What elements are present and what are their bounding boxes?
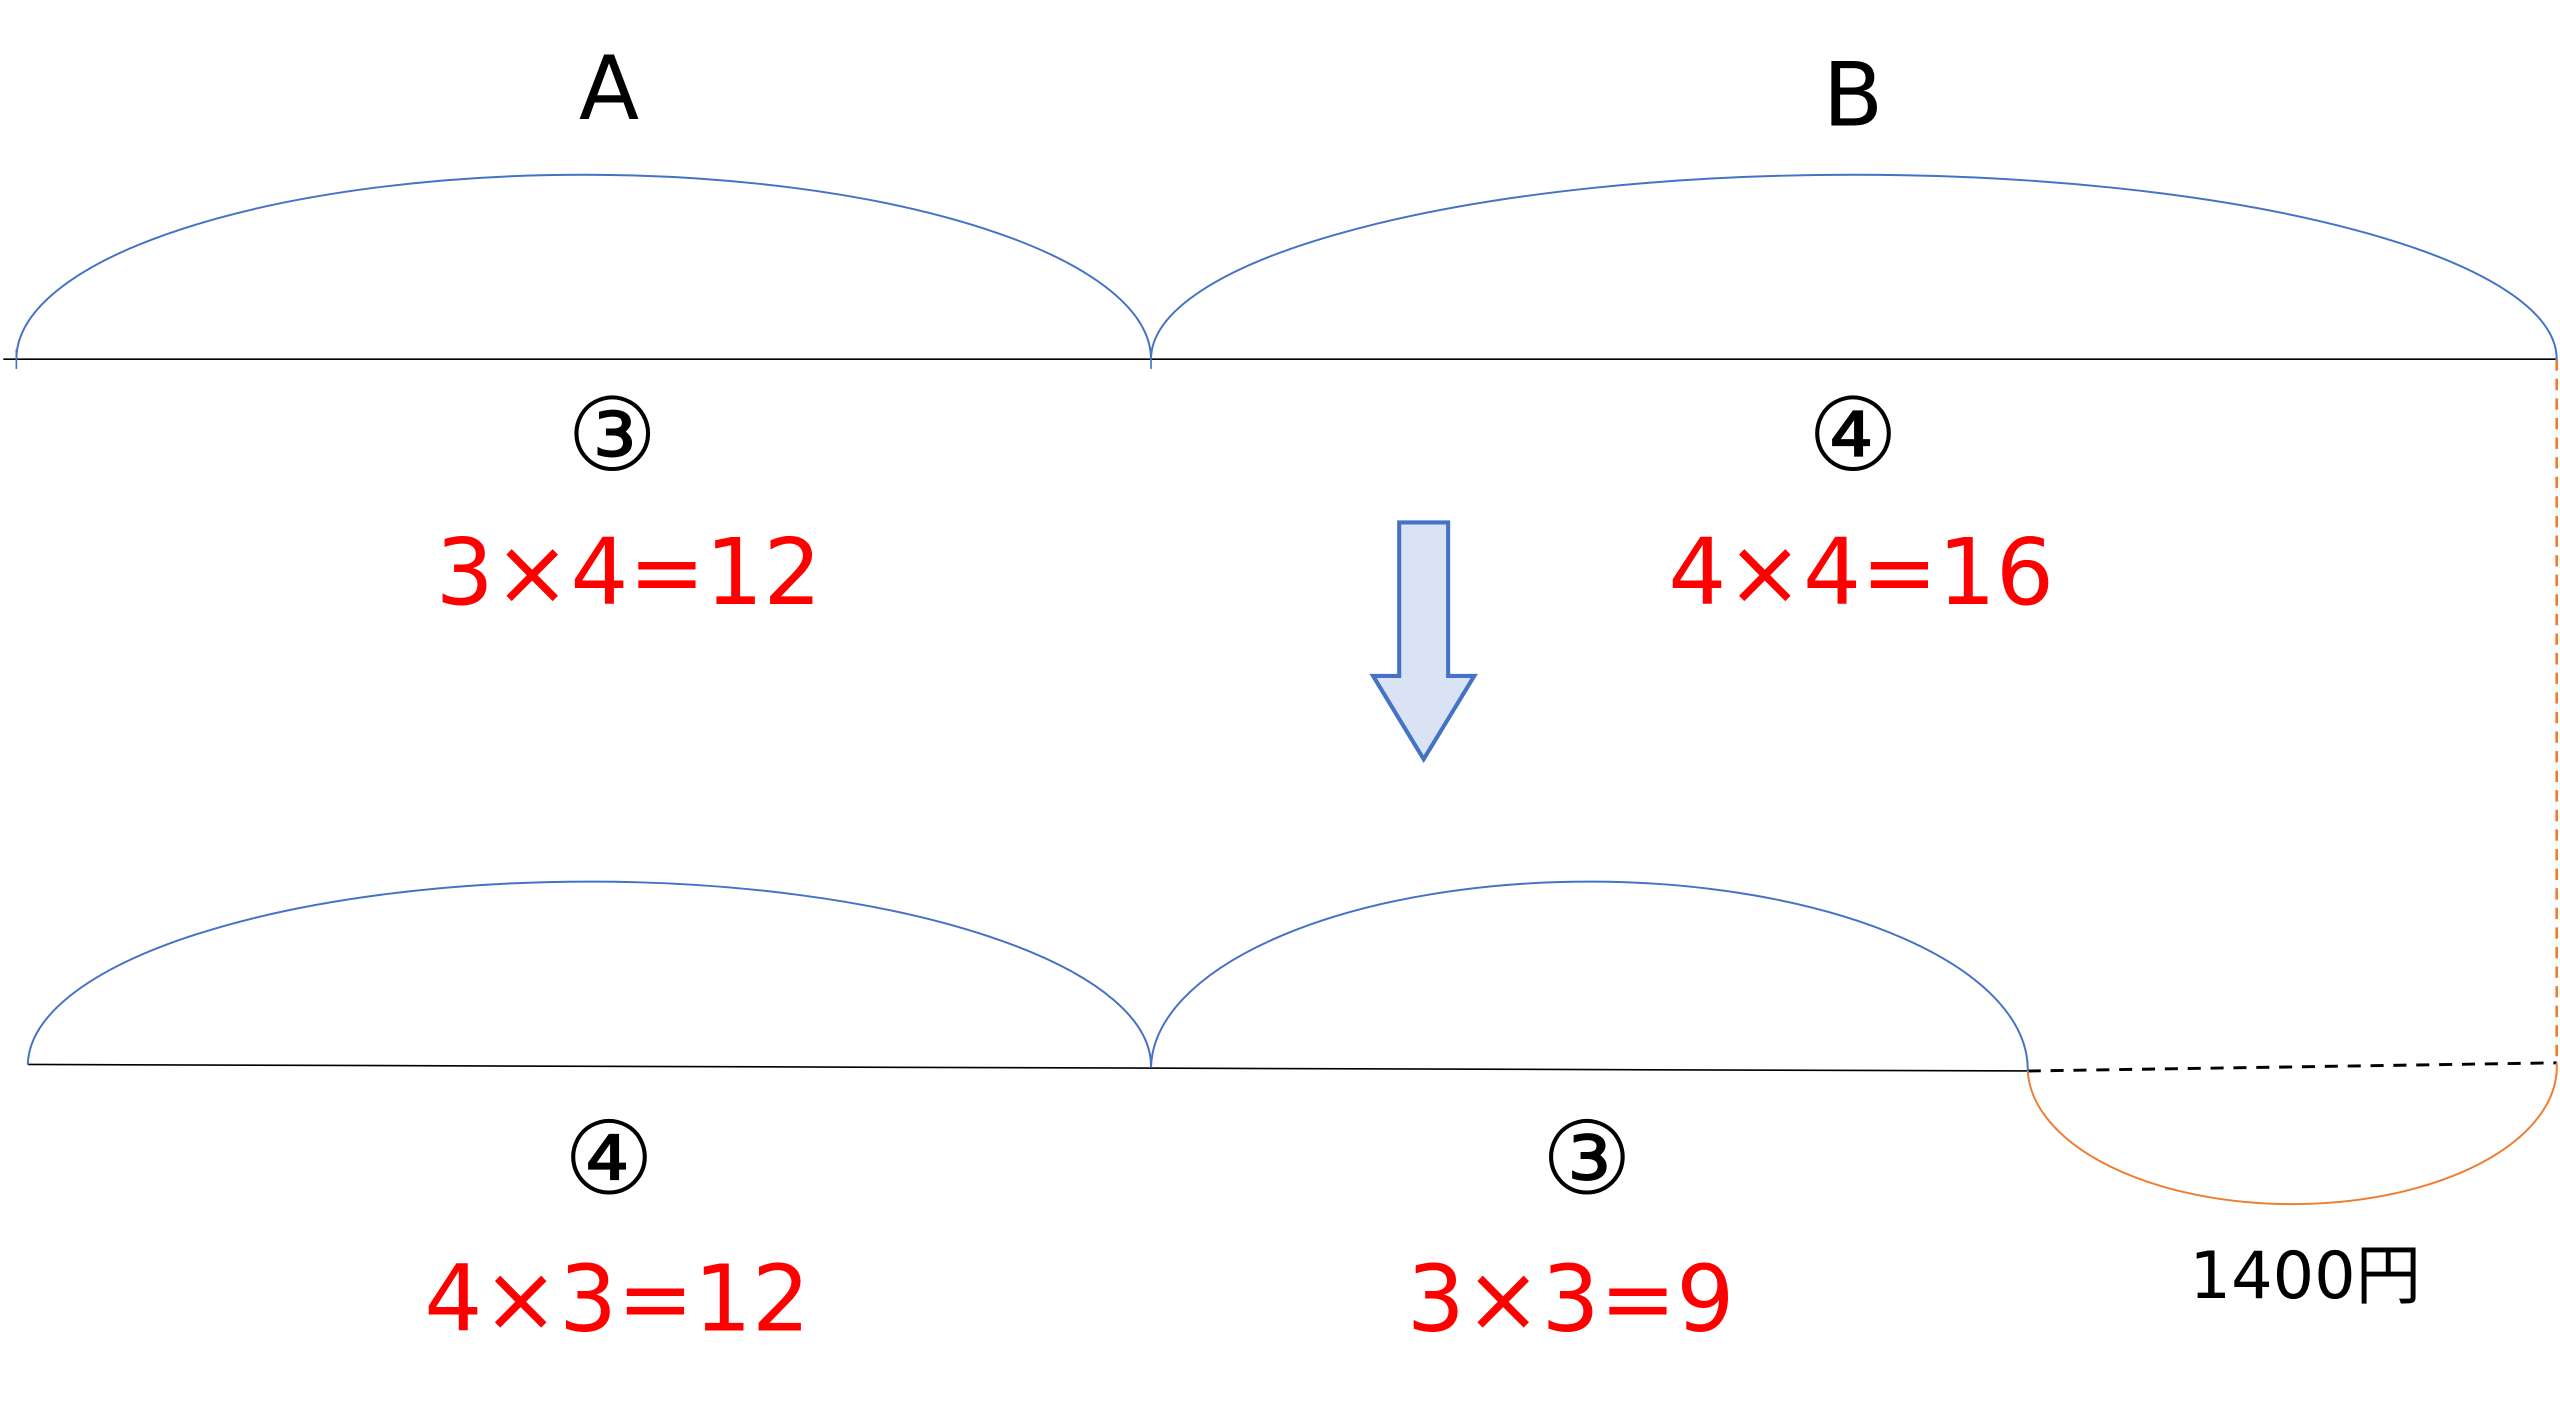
bottom-dashed-extension xyxy=(2027,1061,2557,1073)
bottom-arc-a xyxy=(26,880,1153,1068)
ratio-circled-bottom-a: ④ xyxy=(564,1099,655,1217)
bottom-arc-b xyxy=(1150,880,2029,1072)
formula-top-a: 3×4=12 xyxy=(436,519,822,626)
formula-top-b: 4×4=16 xyxy=(1668,519,2054,626)
ratio-circled-a: ③ xyxy=(567,376,658,494)
formula-bottom-a: 4×3=12 xyxy=(424,1246,810,1353)
difference-arc xyxy=(2026,1062,2558,1206)
down-arrow-icon xyxy=(1369,520,1478,764)
label-a: A xyxy=(579,37,639,140)
difference-label: 1400円 xyxy=(2190,1238,2421,1314)
ratio-circled-b: ④ xyxy=(1808,376,1899,494)
label-b: B xyxy=(1823,44,1883,147)
bottom-baseline xyxy=(27,1063,2028,1072)
top-arc-b xyxy=(1150,173,2558,360)
formula-bottom-b: 3×3=9 xyxy=(1407,1246,1735,1353)
top-arc-a xyxy=(15,173,1153,360)
ratio-circled-bottom-b: ③ xyxy=(1542,1099,1633,1217)
